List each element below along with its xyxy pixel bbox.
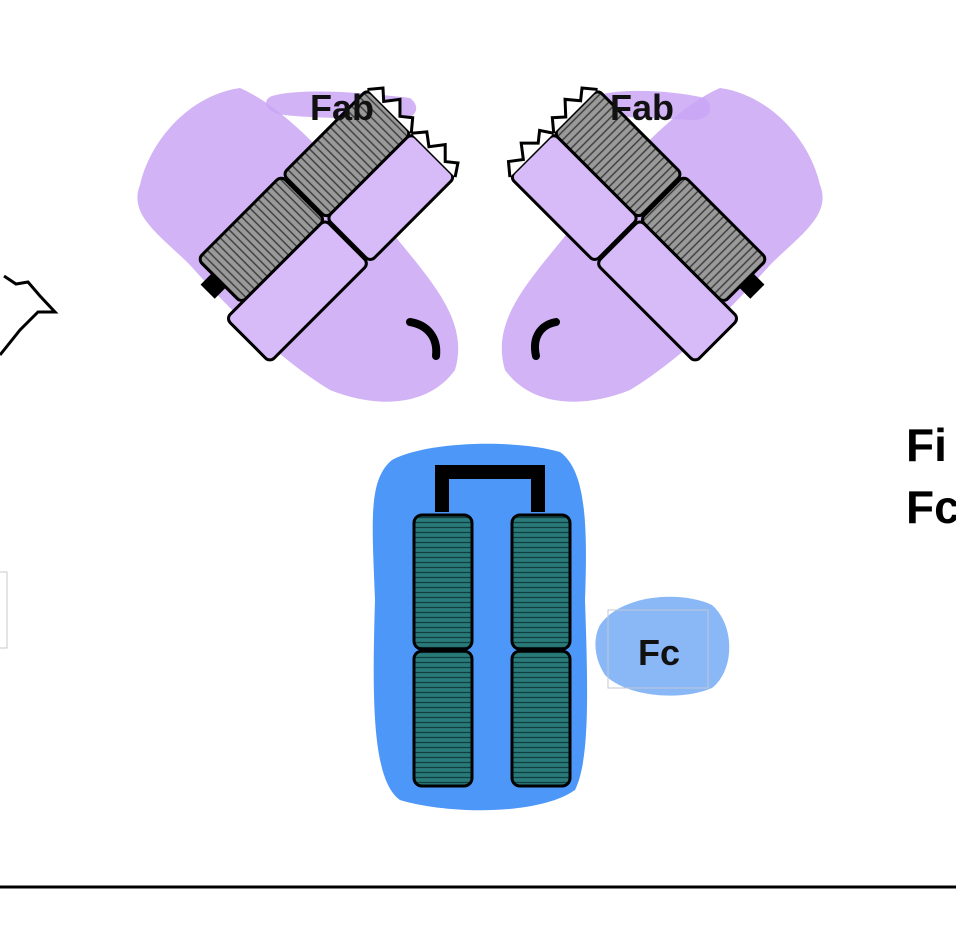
fab-right-arm [501, 86, 823, 402]
caption-fragment-line-2: Fc [906, 484, 956, 530]
fc-right-ch2 [510, 513, 572, 651]
fc-label-group [595, 596, 730, 696]
left-cut-fragment [0, 274, 59, 649]
fc-left-ch3 [412, 649, 474, 788]
fab-right-light-vl [510, 134, 638, 261]
fab-left-label: Fab [310, 87, 374, 128]
caption-fragment-line-1: Fi [906, 422, 947, 468]
fab-left-light-cl [226, 220, 368, 362]
fab-left-arm [137, 86, 460, 402]
fc-label: Fc [638, 632, 680, 673]
fc-right-ch3 [510, 649, 572, 788]
fab-right-label: Fab [610, 87, 674, 128]
fc-region [372, 443, 588, 811]
fab-right-light-cl [597, 220, 739, 362]
fc-left-ch2 [412, 513, 474, 651]
